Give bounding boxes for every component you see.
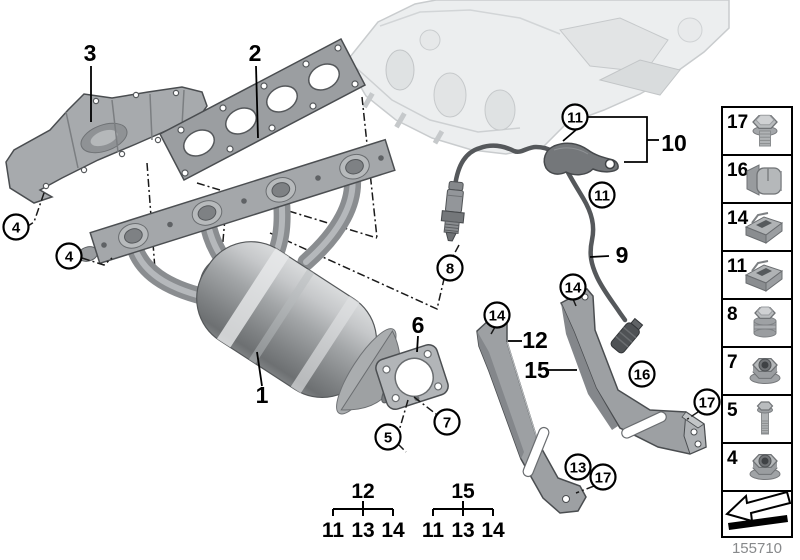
- cage-nut-icon: [744, 212, 784, 244]
- callout-8: 8: [436, 254, 464, 282]
- part-label-1: 1: [256, 382, 269, 408]
- manifold-gasket-part: [158, 37, 367, 182]
- legend-footer-box: [721, 490, 793, 538]
- tree-root-label: 15: [451, 480, 475, 503]
- callout-14: 14: [483, 301, 511, 329]
- callout-number: 8: [446, 261, 454, 278]
- sensor-probe: [440, 180, 465, 242]
- legend-item-4: 4: [721, 442, 793, 492]
- callout-number: 17: [699, 395, 716, 412]
- callout-4: 4: [2, 213, 30, 241]
- hex-bolt-icon: [756, 401, 774, 435]
- legend-item-16: 16: [721, 154, 793, 204]
- callout-13: 13: [564, 453, 592, 481]
- flange-gasket-part: [375, 343, 449, 411]
- tree-child-label: 11: [322, 519, 345, 542]
- engine-block-faded: [345, 0, 730, 155]
- part-label-3: 3: [84, 40, 97, 66]
- part-label-10: 10: [661, 130, 687, 156]
- tree-child-label: 11: [422, 519, 445, 542]
- callout-number: 11: [567, 110, 583, 127]
- hex-flange-bolt-icon: [752, 114, 778, 147]
- callout-number: 4: [12, 220, 21, 237]
- legend-item-number: 14: [727, 208, 749, 229]
- callout-7: 7: [433, 408, 461, 436]
- callout-17: 17: [589, 463, 617, 491]
- callout-number: 17: [595, 470, 612, 487]
- label-leader-lines: [90, 65, 659, 387]
- legend-item-number: 5: [727, 400, 738, 421]
- callout-number: 4: [65, 249, 74, 266]
- callout-11: 11: [588, 181, 616, 209]
- sensor-connector: [610, 317, 644, 354]
- legend-item-number: 16: [727, 160, 748, 181]
- exhaust-manifold-part: [77, 138, 412, 415]
- catalytic-converter-part: [196, 241, 412, 415]
- callout-number: 14: [565, 280, 582, 297]
- part-label-12: 12: [522, 327, 548, 353]
- legend-item-number: 4: [727, 448, 738, 469]
- legend-item-8: 8: [721, 298, 793, 348]
- legend-item-number: 17: [727, 112, 748, 133]
- part-group-trees: 12 11 13 14 15 11 13 14: [322, 480, 505, 542]
- tree-root-label: 12: [351, 480, 374, 503]
- spring-clip-icon: [746, 164, 782, 196]
- sensor-cable: [452, 143, 628, 323]
- legend-item-5: 5: [721, 394, 793, 444]
- part-group-tree-15: 15 11 13 14: [422, 480, 505, 542]
- callout-number: 14: [489, 308, 506, 325]
- tree-child-label: 14: [381, 519, 405, 542]
- callout-16: 16: [628, 360, 656, 388]
- part-group-tree-12: 12 11 13 14: [322, 480, 405, 542]
- legend-item-number: 8: [727, 304, 738, 325]
- screw-plug-icon: [753, 306, 777, 338]
- direction-arrow-icon: [725, 490, 792, 530]
- callout-leader-lines: [27, 192, 699, 494]
- flange-nut-icon: [749, 357, 781, 384]
- legend-item-11: 11: [721, 250, 793, 300]
- holder-bracket-part: [543, 142, 619, 176]
- legend-item-17: 17: [721, 106, 793, 156]
- callout-number: 11: [594, 188, 610, 205]
- figure-id: 155710: [732, 540, 782, 557]
- manifold-flange: [77, 138, 396, 265]
- part-label-15: 15: [524, 357, 550, 383]
- flange-nut-icon: [749, 453, 781, 480]
- tree-child-label: 14: [481, 519, 505, 542]
- callout-number: 7: [443, 415, 451, 432]
- callout-number: 13: [570, 460, 587, 477]
- heat-shield-part: [5, 86, 208, 204]
- oxygen-sensor-part: [440, 143, 644, 354]
- callout-number: 16: [634, 367, 651, 384]
- tree-child-label: 13: [451, 519, 474, 542]
- support-bracket-right-part: [560, 288, 707, 455]
- legend-item-number: 7: [727, 352, 738, 373]
- part-label-6: 6: [412, 312, 425, 338]
- callout-17: 17: [693, 388, 721, 416]
- callout-4: 4: [55, 242, 83, 270]
- legend-item-7: 7: [721, 346, 793, 396]
- callout-11: 11: [561, 103, 589, 131]
- part-label-2: 2: [249, 40, 262, 66]
- legend-item-14: 14: [721, 202, 793, 252]
- callout-14: 14: [559, 273, 587, 301]
- callout-number: 5: [384, 430, 392, 447]
- legend-sidebar: 17 16 14 11 8 7 5 4: [721, 106, 793, 492]
- legend-item-number: 11: [727, 256, 748, 277]
- cage-nut-icon: [744, 260, 784, 292]
- tree-child-label: 13: [351, 519, 374, 542]
- callout-5: 5: [374, 423, 402, 451]
- part-label-9: 9: [616, 242, 629, 268]
